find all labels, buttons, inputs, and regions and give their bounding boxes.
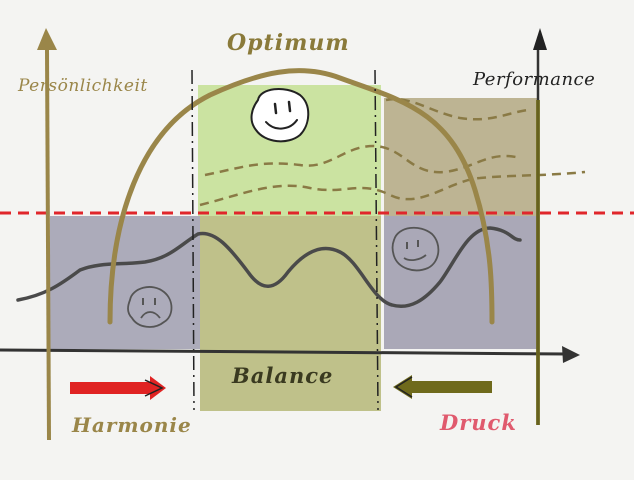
harmonie-zone [50,216,200,349]
druck-label: Druck [439,410,517,435]
separator-right [374,69,379,411]
y-axis-personality [45,49,51,441]
harmonie-label: Harmonie [71,413,192,437]
neutral-face-icon [391,226,440,272]
separator-left [191,69,195,411]
personality-wave [16,226,522,308]
optimum-arch [107,68,495,325]
optimum-label: Optimum [227,30,350,56]
druck-lower-zone [384,216,539,349]
x-axis-arrowhead [562,346,580,363]
balance-label: Balance [231,363,333,388]
harmonie-arrow-icon [70,376,166,400]
happy-face-icon [250,88,310,143]
x-axis [0,348,569,356]
y-axis-personality-arrowhead [37,28,57,50]
performance-curve-middle [204,144,521,177]
druck-arrow-icon [393,375,492,399]
y-axis-performance-arrowhead [533,28,547,50]
performance-label: Performance [472,69,595,90]
personality-label: Persönlichkeit [17,76,148,96]
performance-curve-bottom [199,170,586,207]
performance-curve-top [385,97,529,121]
sad-face-icon [127,286,173,328]
